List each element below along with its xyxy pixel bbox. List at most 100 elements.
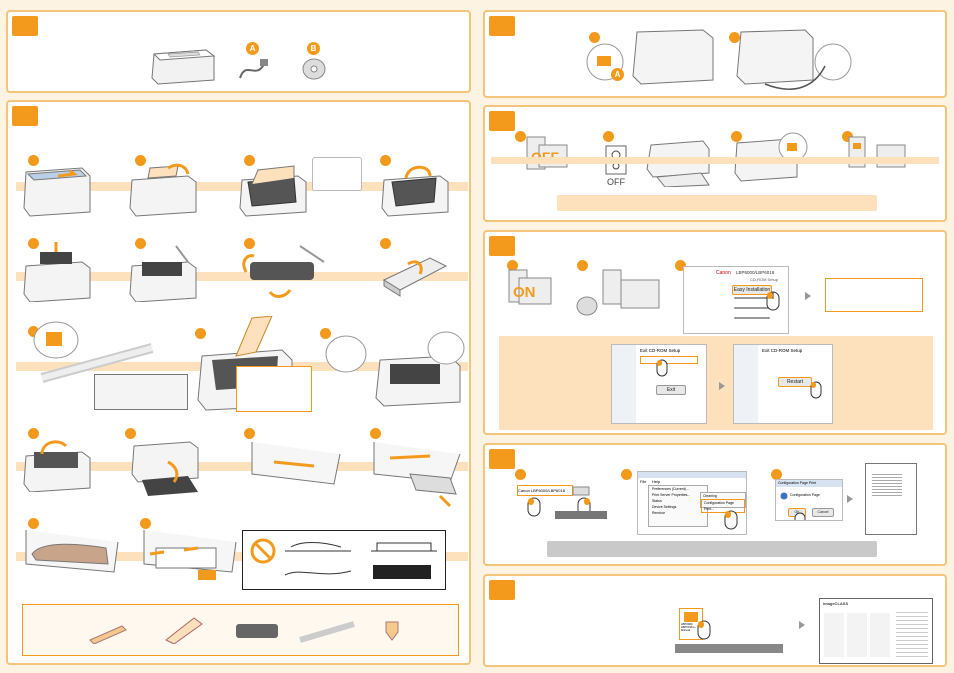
menu-help[interactable]: Help xyxy=(652,479,661,484)
sub-step-marker xyxy=(28,326,39,337)
dialog-sidebar xyxy=(612,345,636,423)
sub-step-marker xyxy=(135,238,146,249)
sub-step-marker xyxy=(729,32,740,43)
sub-step-marker xyxy=(621,469,632,480)
dialog-sidebar xyxy=(734,345,758,423)
mouse-icon xyxy=(656,359,668,377)
mouse-icon xyxy=(810,381,822,399)
sub-step-marker xyxy=(589,32,600,43)
paper-diagram xyxy=(284,542,437,579)
sub-step-marker xyxy=(380,155,391,166)
printer-illustration xyxy=(151,49,216,85)
progress-band xyxy=(16,272,468,281)
mouse-icon xyxy=(697,620,711,640)
note-bar xyxy=(547,541,877,557)
step-marker xyxy=(489,16,515,36)
desktop-area: LBP6000 LBP6018 e-Manual xyxy=(675,606,783,654)
restart-button[interactable]: Restart xyxy=(778,377,812,387)
restart-window: Exit CD-ROM Setup Restart xyxy=(733,344,833,424)
note-bar xyxy=(557,195,877,211)
window-titlebar xyxy=(638,472,746,478)
menu-item[interactable]: Device Settings xyxy=(652,505,677,509)
page-text-lines xyxy=(872,472,902,498)
slide-guides-illustration xyxy=(373,442,461,508)
printer-item[interactable]: Canon LBP6000/LBP6018 xyxy=(517,485,573,496)
toner-in-hands-illustration xyxy=(129,245,197,302)
taskbar xyxy=(555,511,607,519)
menu-item[interactable]: Print Server Properties... xyxy=(652,493,691,497)
setup-option-button[interactable] xyxy=(734,317,770,319)
close-inner-cover-illustration xyxy=(23,440,91,492)
sub-step-marker xyxy=(842,131,853,142)
menu-item[interactable]: Status xyxy=(652,499,662,503)
sub-step-marker xyxy=(135,155,146,166)
open-paper-tray-illustration xyxy=(131,441,199,496)
e-manual-icon xyxy=(684,612,698,622)
plug-cord-outlet-illustration xyxy=(736,29,852,90)
cdrom-subtitle: CD-ROM Setup xyxy=(750,277,779,282)
sub-step-marker xyxy=(195,328,206,339)
setup-option-button[interactable] xyxy=(734,297,770,299)
sub-step-marker xyxy=(771,469,782,480)
open-inner-cover-illustration xyxy=(381,165,449,217)
sub-step-marker xyxy=(515,469,526,480)
accessory-letter-b: B xyxy=(307,42,320,55)
sub-step-marker xyxy=(675,260,686,271)
setup-option-button[interactable] xyxy=(734,307,770,309)
exit-button[interactable]: Exit xyxy=(656,385,686,395)
step-marker xyxy=(489,236,515,256)
configuration-page-output xyxy=(865,463,917,535)
menu-file[interactable]: File xyxy=(640,479,647,484)
flow-arrow xyxy=(847,495,853,503)
cd-rom-icon xyxy=(302,58,326,80)
submenu-item[interactable]: Configuration Page Print... xyxy=(701,499,745,513)
menu-item[interactable]: Preferences (Current)... xyxy=(652,487,689,491)
menu-item[interactable]: Remove xyxy=(652,511,666,515)
sub-step-marker xyxy=(125,428,136,439)
mouse-icon xyxy=(766,291,780,311)
cancel-button[interactable]: Cancel xyxy=(812,508,834,517)
panel-connect-power: A xyxy=(483,10,947,98)
load-paper-illustration xyxy=(25,530,119,573)
panel-install-driver: ON Canon LBP6000/LBP6018 CD-ROM Setup Ea… xyxy=(483,230,947,435)
sub-step-marker xyxy=(380,238,391,249)
e-manual-document: imageCLASS xyxy=(819,598,933,664)
submenu-item[interactable]: Cleaning xyxy=(703,494,717,498)
dialog-titlebar: Configuration Page Print xyxy=(776,480,842,487)
panel-print-configuration-page: Canon LBP6000/LBP6018 File Help Preferen… xyxy=(483,443,947,566)
insert-cd-illustration xyxy=(576,269,660,316)
printer-context-window: File Help Preferences (Current)... Print… xyxy=(637,471,747,535)
detail-zoom xyxy=(312,157,362,191)
shake-toner-illustration xyxy=(242,245,325,298)
context-menu: Preferences (Current)... Print Server Pr… xyxy=(648,485,708,527)
easy-installation-button[interactable]: Easy Installation xyxy=(732,285,772,295)
cd-rom-setup-window: Canon LBP6000/LBP6018 CD-ROM Setup Easy … xyxy=(683,266,789,334)
insert-toner-illustration xyxy=(325,331,465,407)
power-cord-icon xyxy=(239,59,268,79)
document-grid xyxy=(824,613,892,657)
dialog-title: Exit CD-ROM Setup xyxy=(762,348,803,353)
on-label: ON xyxy=(513,284,536,301)
remove-toner-illustration xyxy=(23,242,91,302)
exit-setup-section: Exit CD-ROM Setup Exit Exit CD-ROM Setup… xyxy=(499,336,933,430)
step-marker xyxy=(12,16,38,36)
sub-step-marker xyxy=(320,328,331,339)
note-box xyxy=(236,366,312,412)
step-marker xyxy=(489,449,515,469)
adjust-guides-illustration xyxy=(143,530,237,580)
printer-icon xyxy=(572,486,590,496)
sub-step-marker xyxy=(603,131,614,142)
toner-cartridge-illustration xyxy=(382,257,448,297)
cdrom-title: LBP6000/LBP6018 xyxy=(736,270,775,275)
question-icon xyxy=(780,492,788,500)
sub-step-marker xyxy=(577,260,588,271)
detail-zoom xyxy=(94,374,188,410)
off-caption: OFF xyxy=(607,177,625,187)
sub-step-marker xyxy=(731,131,742,142)
flow-arrow xyxy=(799,621,805,629)
flow-arrow xyxy=(719,382,725,390)
sub-step-marker xyxy=(28,428,39,439)
sub-step-marker xyxy=(244,428,255,439)
mouse-icon xyxy=(724,510,738,530)
dialog-option-highlight[interactable] xyxy=(640,356,698,364)
